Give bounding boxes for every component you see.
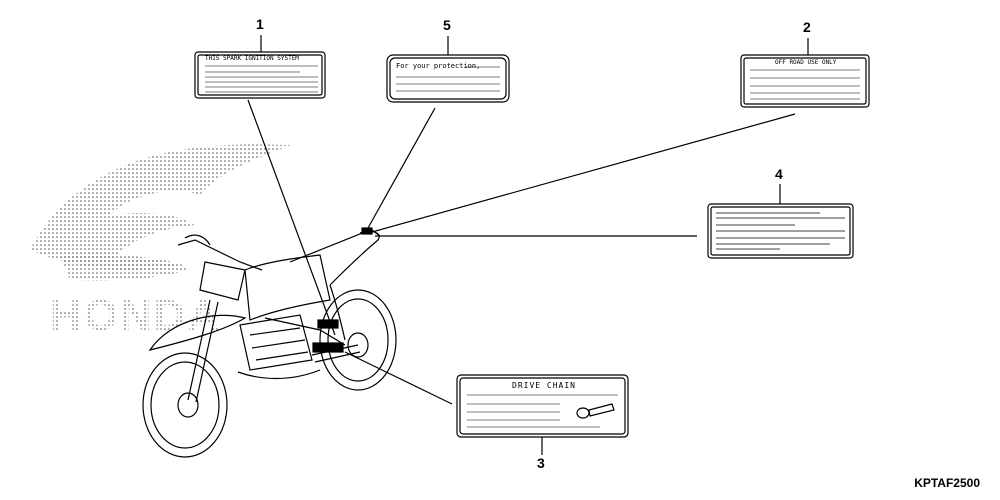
fuel-tank: [244, 254, 331, 321]
chain-label-patch: [312, 342, 344, 353]
label-1-ignition: [194, 51, 326, 99]
leader-line-5: [367, 107, 436, 229]
handlebar: [177, 234, 263, 271]
label-5-protection: [386, 54, 510, 103]
callout-1: 1: [256, 16, 264, 32]
leader-line-3: [344, 351, 453, 405]
callout-3: 3: [537, 455, 545, 471]
exhaust-pipe: [237, 369, 321, 380]
svg-text:HONDA: HONDA: [50, 291, 221, 340]
label-3-heading: DRIVE CHAIN: [512, 381, 576, 390]
honda-wordmark: HONDA: [50, 291, 221, 340]
shroud-label-patch: [317, 319, 339, 329]
tank-label-patch: [361, 227, 373, 235]
seat-rear-fender: [289, 230, 380, 286]
label-2-heading: OFF ROAD USE ONLY: [775, 59, 837, 66]
front-fender: [148, 314, 247, 351]
callout-5: 5: [443, 17, 451, 33]
label-4-warning: [707, 203, 854, 259]
label-1-heading: THIS SPARK IGNITION SYSTEM: [205, 55, 299, 62]
diagram-code: KPTAF2500: [914, 476, 980, 490]
chain-tool-icon: [576, 403, 615, 419]
label-3-drive-chain: [456, 374, 629, 438]
front-wheel: [142, 352, 228, 458]
motorcycle-drawing: [142, 227, 397, 458]
honda-wing-logo: HONDA: [30, 144, 292, 340]
leader-lines: [247, 35, 809, 455]
rear-wheel: [319, 289, 397, 391]
frame: [264, 284, 346, 346]
number-plate: [199, 261, 246, 301]
label-2-off-road: [740, 54, 870, 108]
leader-line-1: [247, 99, 336, 336]
engine: [239, 314, 313, 371]
callout-4: 4: [775, 166, 783, 182]
callout-2: 2: [803, 19, 811, 35]
label-5-heading: For your protection,: [396, 62, 481, 70]
leader-line-2: [371, 113, 796, 233]
